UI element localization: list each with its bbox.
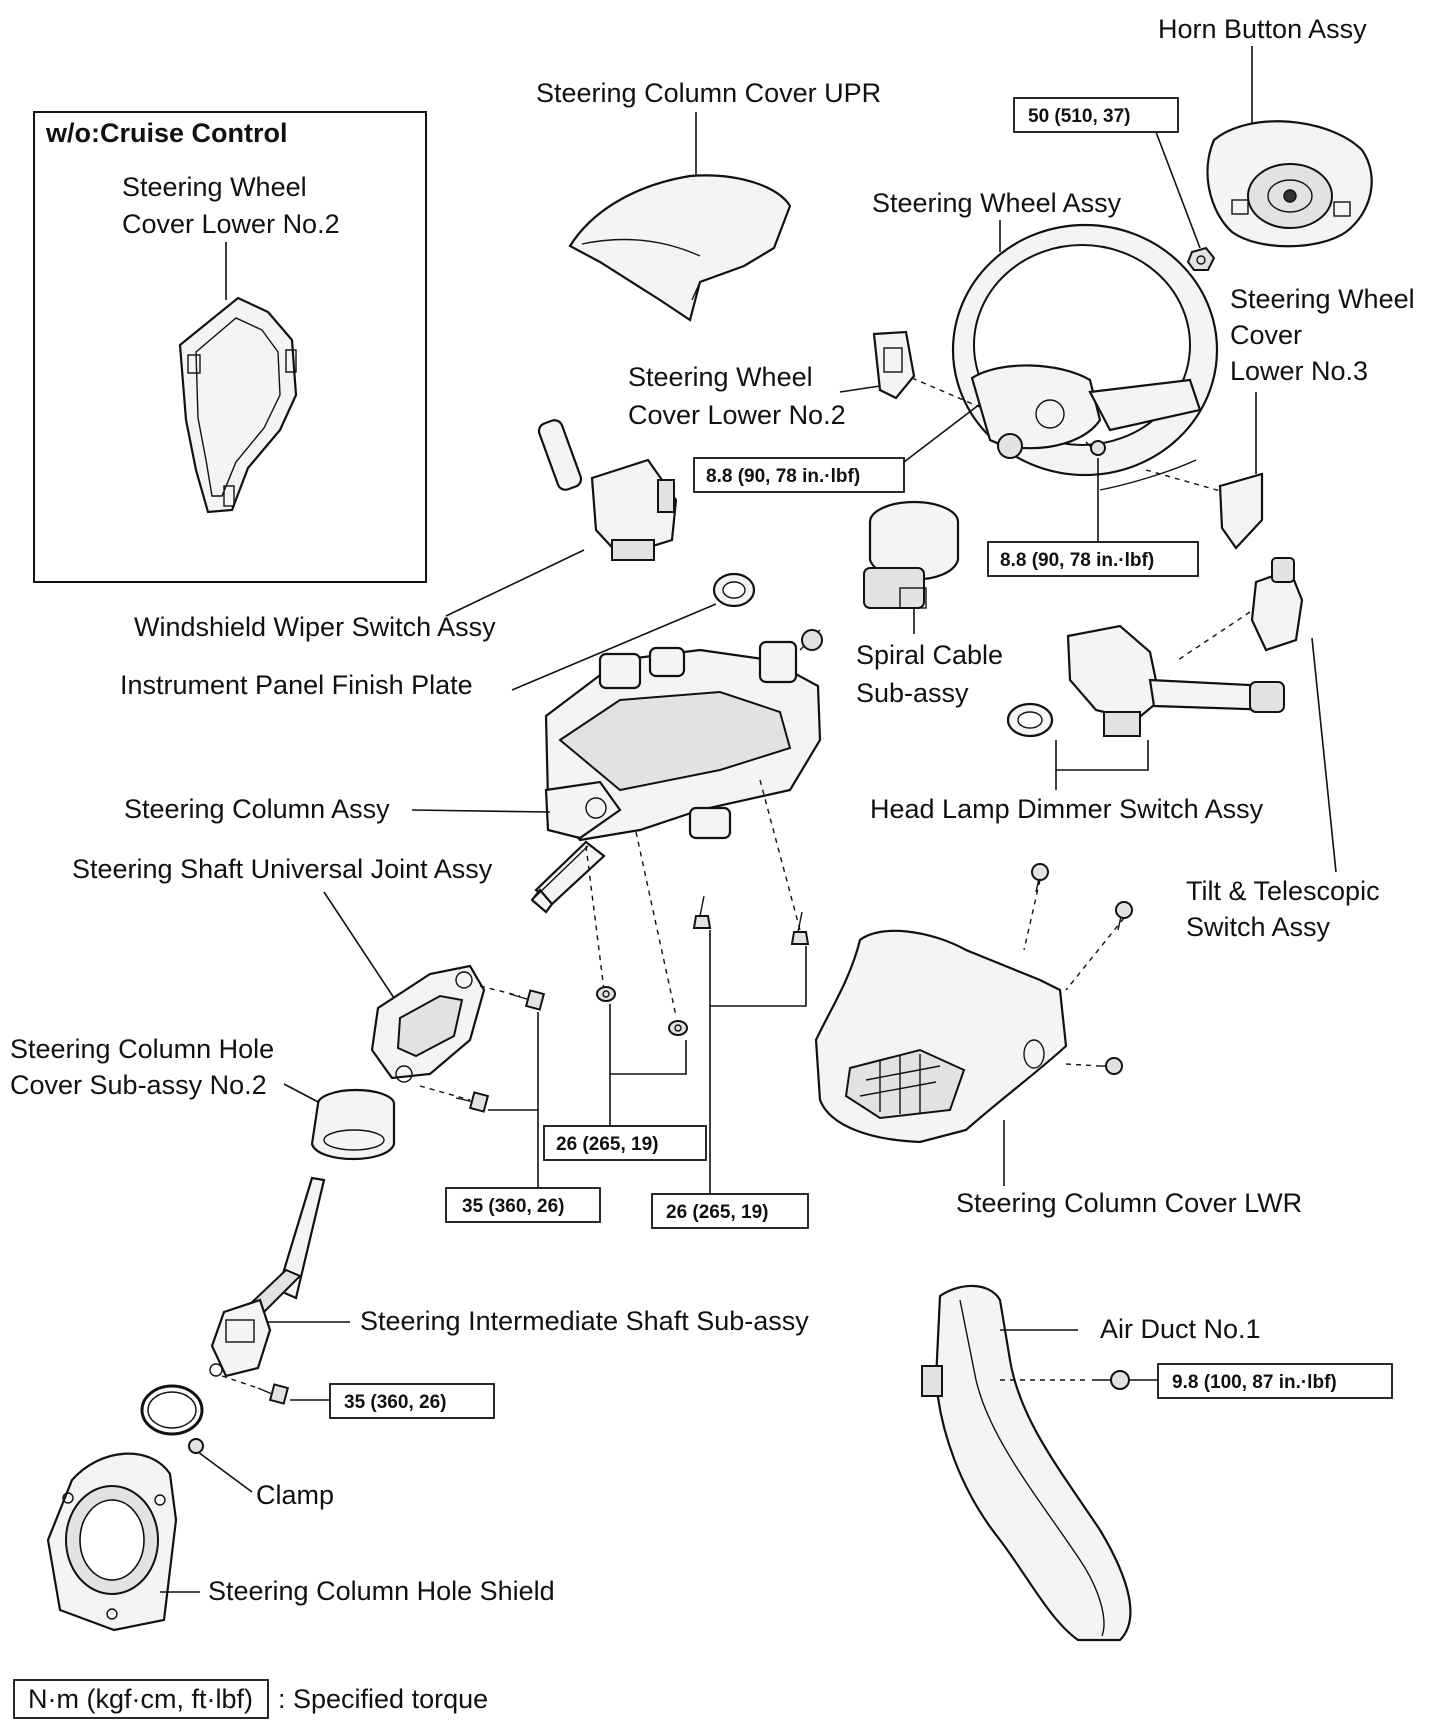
torque-joint-bolts: 35 (360, 26) [462, 1196, 564, 1217]
hole-cover-part [310, 1088, 396, 1160]
hole-shield-part [46, 1452, 178, 1632]
label-column-cover-lwr: Steering Column Cover LWR [956, 1188, 1302, 1218]
torque-column-nuts: 26 (265, 19) [556, 1134, 658, 1155]
column-bolt-2 [790, 911, 810, 945]
wheel-cover-no2-part [872, 330, 916, 400]
legend-unit-box: N·m (kgf·cm, ft·lbf) [28, 1684, 253, 1714]
label-intermediate-shaft: Steering Intermediate Shaft Sub-assy [360, 1306, 809, 1336]
wheel-cover-no3-part [1218, 472, 1264, 550]
label-finish-plate: Instrument Panel Finish Plate [120, 670, 473, 700]
torque-air-duct-screw: 9.8 (100, 87 in.·lbf) [1172, 1372, 1337, 1393]
air-duct-part [921, 1284, 1132, 1642]
label-wheel-cover-no3-line2: Cover [1230, 320, 1302, 350]
label-wheel-cover-no2-line1: Steering Wheel [628, 362, 813, 392]
column-cover-upr-part [568, 174, 792, 322]
torque-legend: N·m (kgf·cm, ft·lbf) : Specified torque [13, 1679, 488, 1719]
torque-wheel-screw-left: 8.8 (90, 78 in.·lbf) [706, 466, 860, 487]
air-duct-screw [1092, 1370, 1130, 1390]
label-spiral-cable-line1: Spiral Cable [856, 640, 1003, 670]
label-spiral-cable-line2: Sub-assy [856, 678, 969, 708]
torque-intermediate-bolt: 35 (360, 26) [344, 1392, 446, 1413]
joint-bolt-1 [509, 989, 546, 1011]
inset-wheel-cover-part [178, 296, 298, 514]
wheel-screw-right [1085, 440, 1106, 456]
label-dimmer-switch: Head Lamp Dimmer Switch Assy [870, 794, 1264, 824]
column-bolt-1 [692, 895, 712, 929]
joint-bolt-2 [455, 1091, 490, 1113]
label-wheel-cover-no3-line3: Lower No.3 [1230, 356, 1368, 386]
inset-label-line1: Steering Wheel [122, 172, 307, 202]
label-hole-cover-line2: Cover Sub-assy No.2 [10, 1070, 267, 1100]
label-steering-wheel-assy: Steering Wheel Assy [872, 188, 1122, 218]
column-nut-2 [668, 1020, 688, 1036]
label-column-cover-upr: Steering Column Cover UPR [536, 78, 881, 108]
column-nut-1 [596, 986, 616, 1002]
steering-column-part [530, 629, 823, 914]
intermediate-shaft-part [209, 1176, 326, 1378]
inset-label-line2: Cover Lower No.2 [122, 209, 340, 239]
universal-joint-part [370, 964, 486, 1083]
spiral-cable-part [863, 500, 960, 609]
label-universal-joint: Steering Shaft Universal Joint Assy [72, 854, 493, 884]
label-hole-cover-line1: Steering Column Hole [10, 1034, 274, 1064]
intermediate-bolt [257, 1383, 290, 1405]
dimmer-clip-part [1006, 702, 1054, 738]
label-tilt-switch-line2: Switch Assy [1186, 912, 1331, 942]
label-column-assy: Steering Column Assy [124, 794, 390, 824]
dimmer-switch-part [1066, 624, 1285, 737]
clamp-part [140, 1384, 204, 1454]
label-horn-button: Horn Button Assy [1158, 14, 1367, 44]
inset-title: w/o:Cruise Control [45, 118, 288, 148]
label-clamp: Clamp [256, 1480, 334, 1510]
torque-column-bolts: 26 (265, 19) [666, 1202, 768, 1223]
label-air-duct: Air Duct No.1 [1100, 1314, 1261, 1344]
steering-wheel-part [951, 223, 1219, 491]
inset-box: w/o:Cruise Control Steering Wheel Cover … [33, 111, 427, 583]
wiper-switch-part [537, 419, 678, 561]
column-cover-lwr-part [814, 929, 1068, 1144]
torque-horn-nut: 50 (510, 37) [1028, 106, 1130, 127]
cover-lwr-screw-2 [1115, 901, 1133, 931]
horn-button-part [1206, 120, 1373, 248]
torque-wheel-screw-right: 8.8 (90, 78 in.·lbf) [1000, 550, 1154, 571]
horn-nut [1186, 246, 1216, 271]
label-tilt-switch-line1: Tilt & Telescopic [1186, 876, 1380, 906]
label-hole-shield: Steering Column Hole Shield [208, 1576, 555, 1606]
tilt-switch-part [1250, 557, 1304, 652]
legend-description: : Specified torque [278, 1684, 488, 1714]
label-wheel-cover-no3-line1: Steering Wheel [1230, 284, 1415, 314]
label-wiper-switch: Windshield Wiper Switch Assy [134, 612, 496, 642]
cover-lwr-screw-3 [1100, 1057, 1123, 1075]
cover-lwr-screw-1 [1031, 863, 1049, 893]
label-wheel-cover-no2-line2: Cover Lower No.2 [628, 400, 846, 430]
finish-plate-part [712, 572, 756, 608]
